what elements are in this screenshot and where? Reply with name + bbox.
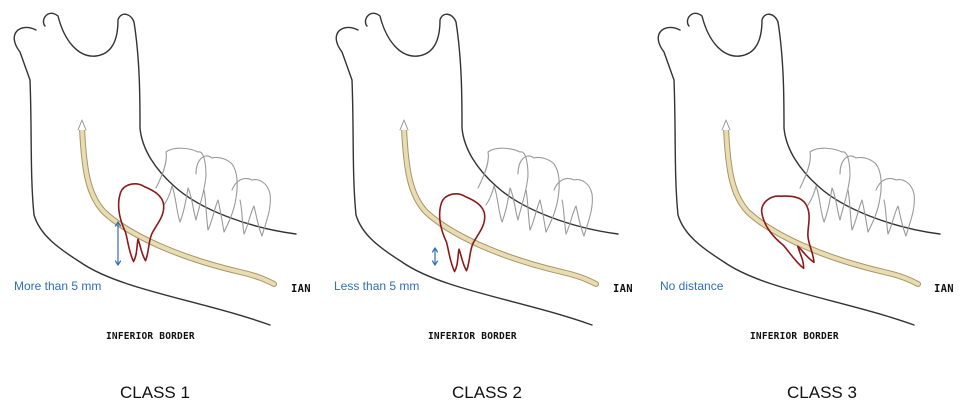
molar-tooth-icon — [554, 178, 592, 236]
panel-1-drawing — [0, 0, 322, 407]
molar-tooth-icon — [518, 156, 559, 232]
nerve-canal-icon — [82, 128, 274, 284]
panel-3-drawing — [644, 0, 966, 407]
nerve-tip-icon — [400, 120, 408, 130]
nerve-canal-outline-icon — [726, 128, 918, 284]
molar-tooth-icon — [876, 178, 914, 236]
molar-tooth-icon — [800, 148, 850, 222]
panel-1: More than 5 mm IAN INFERIOR BORDER CLASS 1 — [0, 0, 322, 407]
class-label: CLASS 1 — [120, 383, 190, 403]
molar-tooth-icon — [232, 178, 270, 236]
distance-label: Less than 5 mm — [334, 279, 419, 293]
nerve-label: IAN — [613, 283, 633, 295]
molar-tooth-icon — [478, 148, 528, 222]
panel-2-drawing — [322, 0, 644, 407]
molar-tooth-icon — [196, 156, 237, 232]
panel-3: No distance IAN INFERIOR BORDER CLASS 3 — [644, 0, 966, 407]
panel-2: Less than 5 mm IAN INFERIOR BORDER CLASS 2 — [322, 0, 644, 407]
nerve-tip-icon — [722, 120, 730, 130]
nerve-label: IAN — [934, 283, 954, 295]
nerve-tip-icon — [78, 120, 86, 130]
class-label: CLASS 2 — [452, 383, 522, 403]
impacted-third-molar-icon — [117, 182, 167, 262]
inferior-border-label: INFERIOR BORDER — [106, 331, 195, 342]
class-label: CLASS 3 — [787, 383, 857, 403]
nerve-label: IAN — [291, 283, 311, 295]
nerve-canal-outline-icon — [82, 128, 274, 284]
distance-label: More than 5 mm — [14, 279, 101, 293]
distance-label: No distance — [660, 279, 723, 293]
nerve-canal-icon — [726, 128, 918, 284]
impacted-third-molar-icon — [438, 192, 488, 272]
molar-tooth-icon — [840, 156, 881, 232]
inferior-border-label: INFERIOR BORDER — [750, 331, 839, 342]
inferior-border-label: INFERIOR BORDER — [428, 331, 517, 342]
